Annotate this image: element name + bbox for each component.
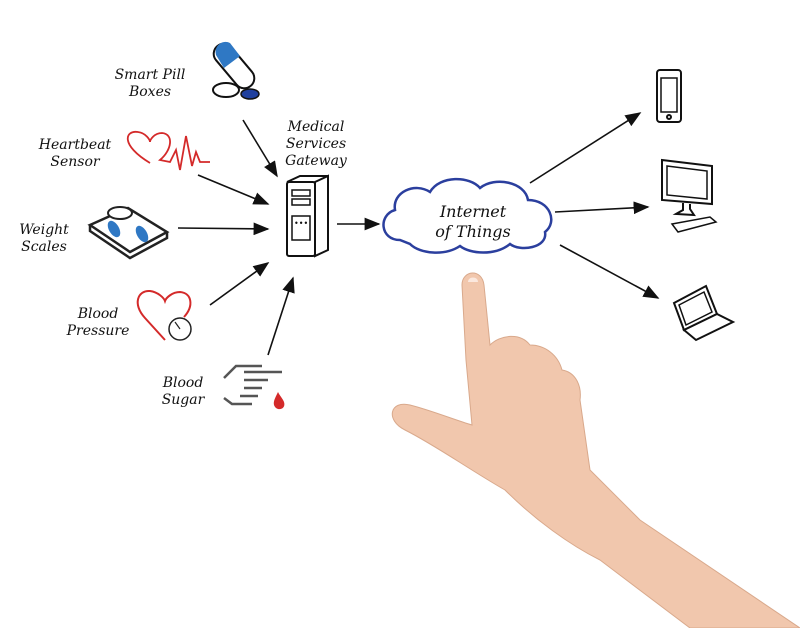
- arrow-cloud-to-laptop: [559, 244, 660, 299]
- blood-sugar-icon: [223, 364, 285, 410]
- laptop-icon: [672, 284, 736, 342]
- svg-text:•••: •••: [294, 219, 308, 228]
- pointing-hand: [392, 272, 800, 628]
- arrow-cloud-to-desktop: [554, 201, 650, 215]
- pill-icon: [212, 41, 260, 100]
- arrow-pressure-to-gateway: [209, 262, 270, 306]
- smartphone-icon: [656, 69, 682, 123]
- arrow-heartbeat-to-gateway: [197, 174, 270, 205]
- arrow-sugar-to-gateway: [267, 276, 295, 356]
- heartbeat-icon: [126, 131, 210, 171]
- gateway-server-icon: •••: [286, 174, 329, 258]
- weight-scale-icon: [87, 206, 170, 260]
- arrow-pill-to-gateway: [242, 119, 278, 178]
- arrow-cloud-to-phone: [529, 112, 642, 184]
- cloud-shape: [382, 177, 553, 254]
- blood-pressure-icon: [136, 289, 192, 341]
- arrow-scales-to-gateway: [177, 222, 270, 236]
- desktop-computer-icon: [661, 158, 718, 233]
